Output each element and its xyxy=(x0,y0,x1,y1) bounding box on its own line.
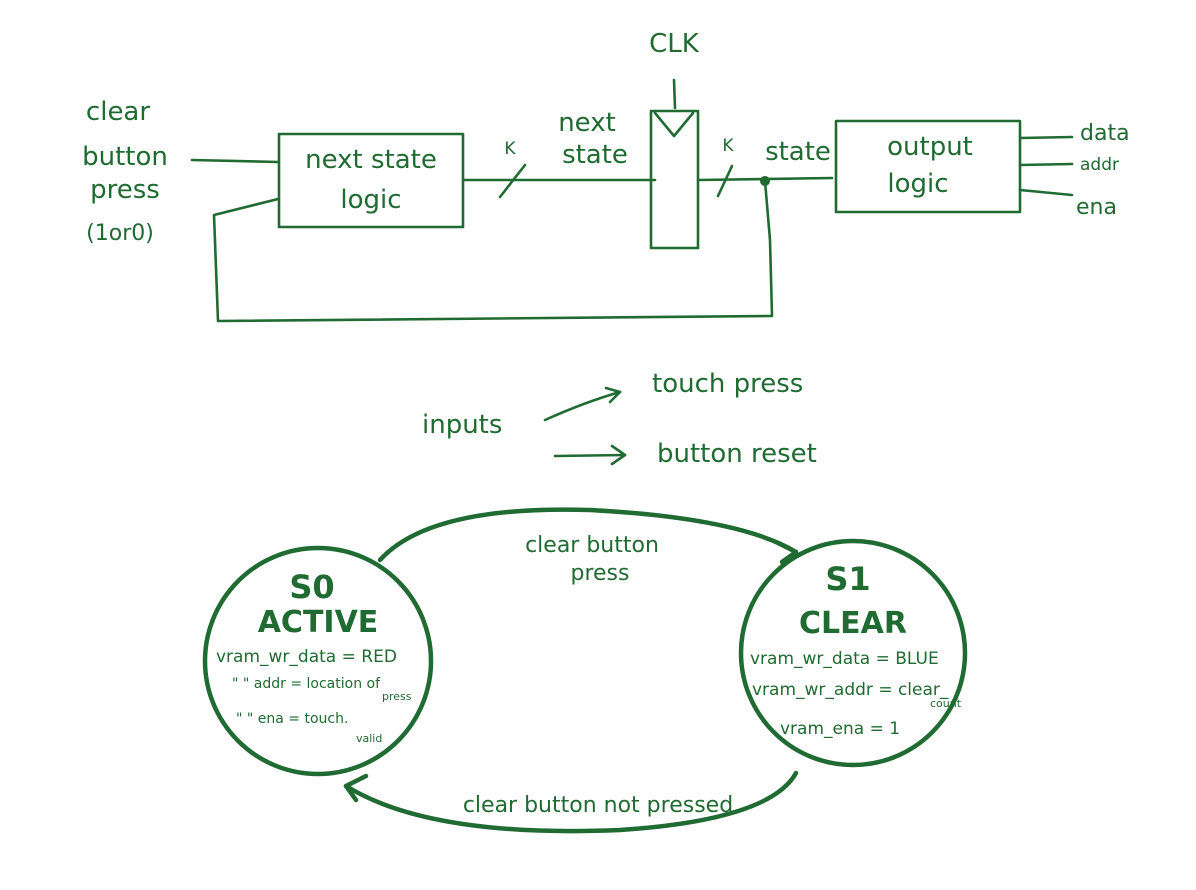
inputs-arrow-1 xyxy=(543,390,622,422)
state-s0-id: S0 xyxy=(289,568,334,606)
state-s0-output-1: vram_wr_data = RED xyxy=(216,647,397,667)
state-s1-output-4: vram_ena = 1 xyxy=(780,719,900,739)
inputs-item-button-reset: button reset xyxy=(657,439,817,469)
state-s0-name: ACTIVE xyxy=(258,605,379,640)
input-label-line-1: clear xyxy=(86,97,150,127)
state-s1-output-2: vram_wr_addr = clear_ xyxy=(752,680,949,700)
inputs-arrowhead-1 xyxy=(604,386,622,404)
state-label: state xyxy=(765,137,831,167)
bus-width-slash-2 xyxy=(716,164,734,198)
transition-s0-to-s1-arc xyxy=(377,507,799,563)
input-wire xyxy=(190,158,280,164)
transition-s0-to-s1-label-line-2: press xyxy=(571,561,630,586)
clock-triangle xyxy=(653,111,695,138)
transition-s0-to-s1-label-line-1: clear button xyxy=(525,533,659,558)
transition-s1-to-s0-arc xyxy=(343,770,799,834)
bus-width-label-2: K xyxy=(722,136,734,156)
output-ena-label: ena xyxy=(1076,195,1117,220)
state-s1-name: CLEAR xyxy=(799,606,907,641)
transition-s1-to-s0-label: clear button not pressed xyxy=(463,793,733,818)
output-data-label: data xyxy=(1080,121,1130,146)
bus-width-label-1: K xyxy=(504,139,516,159)
output-wire-data xyxy=(1018,135,1074,140)
transition-s1-to-s0-arrowhead xyxy=(343,773,369,803)
output-addr-label: addr xyxy=(1080,155,1119,175)
inputs-label: inputs xyxy=(422,410,502,440)
input-label-line-2: button xyxy=(82,142,168,172)
feedback-loop xyxy=(212,179,774,323)
next-state-logic-line-1: next state xyxy=(305,145,437,175)
output-wire-addr xyxy=(1018,162,1074,167)
state-s0-output-5: valid xyxy=(356,732,382,745)
state-s1-circle xyxy=(738,538,968,768)
next-state-label-line-1: next xyxy=(558,108,616,138)
inputs-arrow-2 xyxy=(553,453,627,458)
output-logic-block xyxy=(834,119,1022,214)
clock-label: CLK xyxy=(649,29,700,59)
state-s1-id: S1 xyxy=(825,560,870,598)
state-s1-output-3: count xyxy=(930,697,962,710)
next-state-logic-line-2: logic xyxy=(340,185,401,215)
next-state-label-line-2: state xyxy=(562,140,628,170)
inputs-arrowhead-2 xyxy=(610,444,627,466)
transition-s0-to-s1-arrowhead xyxy=(775,540,799,565)
state-s0-output-2: " " addr = location of xyxy=(232,676,381,692)
state-s0-circle xyxy=(202,545,434,777)
bus-width-slash-1 xyxy=(498,163,527,199)
output-logic-line-2: logic xyxy=(887,169,948,199)
state-s1-output-1: vram_wr_data = BLUE xyxy=(750,649,939,669)
state-register xyxy=(649,109,700,250)
input-label-line-3: press xyxy=(90,175,160,205)
output-wire-ena xyxy=(1018,188,1074,197)
clock-wire xyxy=(672,78,677,110)
state-s0-output-4: " " ena = touch. xyxy=(236,711,348,727)
state-s0-output-3: press xyxy=(382,690,412,703)
input-label-line-4: (1or0) xyxy=(86,221,154,246)
inputs-item-touch-press: touch press xyxy=(652,369,803,399)
output-logic-line-1: output xyxy=(887,132,973,162)
